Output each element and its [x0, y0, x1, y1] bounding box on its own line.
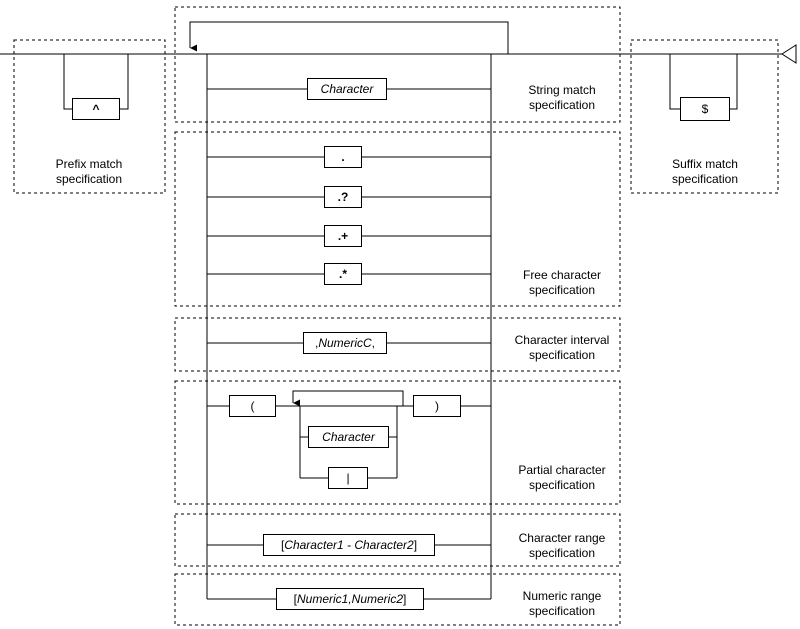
pipe-token: | [346, 471, 350, 485]
numeric-section-frame [174, 573, 621, 626]
dollar-token-box: $ [680, 97, 730, 121]
dollar-token: $ [701, 102, 709, 116]
interval-token-box: ,NumericC, [303, 332, 387, 354]
character-range-token-box: [Character1 - Character2] [263, 534, 435, 556]
dot-plus-token-box: .+ [324, 225, 362, 247]
close-paren-token-box: ) [413, 395, 461, 417]
character-token-box: Character [307, 78, 387, 100]
dot-question-token-box: .? [324, 186, 362, 208]
partial-section-frame [174, 380, 621, 505]
partial-loop-path [292, 390, 404, 407]
dot-plus-token: .+ [337, 229, 349, 243]
prefix-bypass-path [63, 54, 72, 110]
caret-token-box: ^ [72, 98, 120, 120]
dot-token-box: . [324, 146, 362, 168]
interval-variable: NumericC [318, 336, 372, 350]
dot-star-token: .* [338, 267, 347, 281]
close-paren-token: ) [435, 399, 439, 413]
numeric-close-bracket: ] [403, 592, 407, 606]
numeric-range-token-box: [Numeric1,Numeric2] [276, 588, 424, 610]
dot-star-token-box: .* [324, 263, 362, 285]
suffix-section-frame [630, 39, 779, 194]
interval-section-frame [174, 317, 621, 372]
suffix-bypass-return [730, 54, 738, 110]
prefix-bypass-return [120, 54, 129, 110]
partial-character-token-box: Character [308, 426, 389, 448]
open-paren-token: ( [250, 399, 255, 413]
string-section-frame [174, 6, 621, 123]
interval-suffix: , [371, 336, 376, 350]
caret-token: ^ [92, 102, 100, 116]
character-range-variable: Character1 - Character2 [284, 538, 414, 552]
repeat-loop-path [189, 21, 509, 54]
range-close-bracket: ] [413, 538, 418, 552]
dot-question-token: .? [337, 190, 349, 204]
range-open-bracket: [ [280, 538, 285, 552]
open-paren-token-box: ( [229, 395, 276, 417]
character-token: Character [320, 82, 374, 96]
prefix-section-frame [13, 39, 166, 194]
dot-token: . [341, 150, 345, 164]
numeric-open-bracket: [ [293, 592, 297, 606]
range-section-frame [174, 513, 621, 567]
pipe-token-box: | [328, 467, 368, 489]
suffix-bypass-path [669, 54, 680, 110]
numeric-range-variable: Numeric1,Numeric2 [296, 592, 404, 606]
interval-prefix: , [314, 336, 319, 350]
free-section-frame [174, 131, 621, 307]
end-terminator [781, 44, 797, 64]
partial-character-token: Character [322, 430, 375, 444]
